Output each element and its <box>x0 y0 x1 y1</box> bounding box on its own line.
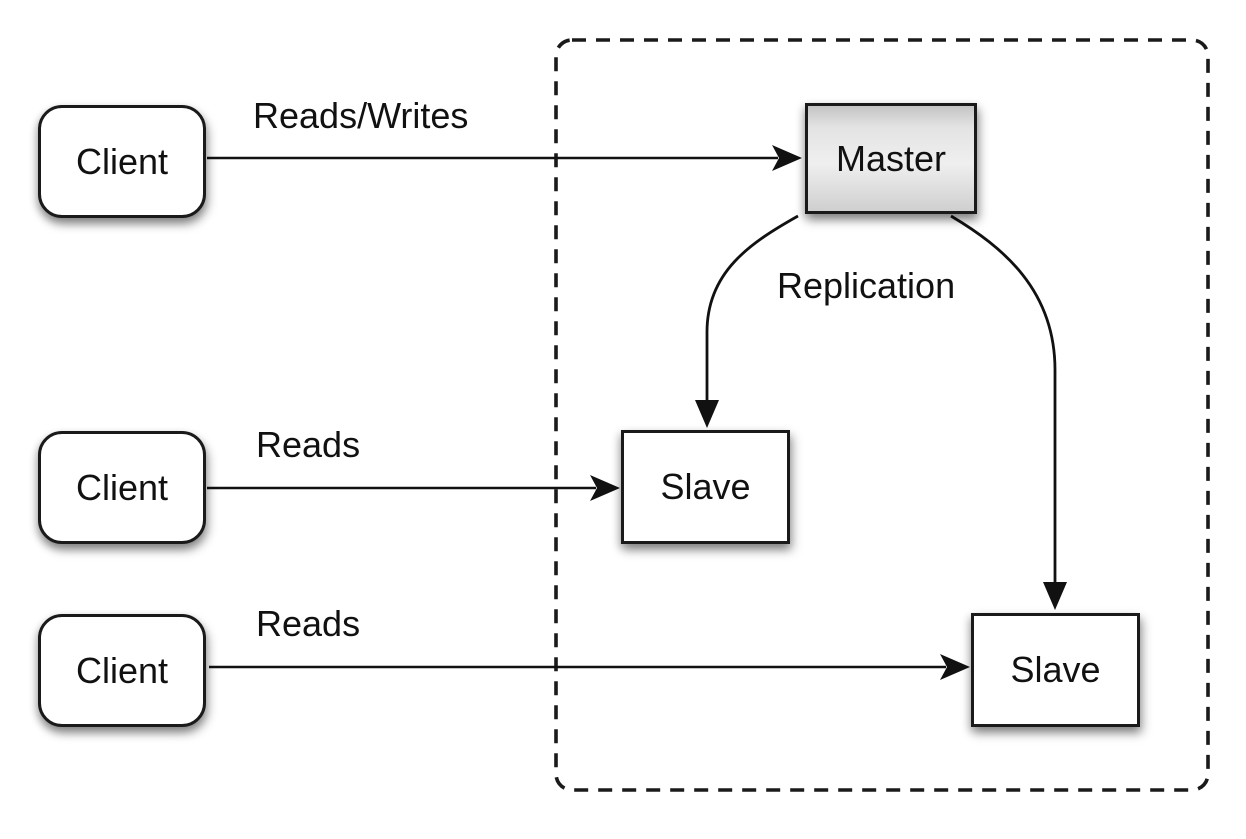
client2-node: Client <box>38 431 206 544</box>
slave2-label: Slave <box>1010 649 1101 690</box>
reads-writes-arrow <box>207 145 802 171</box>
slave1-label: Slave <box>660 466 751 507</box>
reads-arrow-slave2 <box>209 654 970 680</box>
client1-node: Client <box>38 105 206 218</box>
client2-label: Client <box>75 466 169 508</box>
client3-node: Client <box>38 614 206 727</box>
slave2-node: Slave <box>971 613 1140 727</box>
master-node: Master <box>805 103 977 214</box>
replication-arrow-left <box>695 214 799 428</box>
client3-label: Client <box>75 649 169 691</box>
master-label: Master <box>835 137 947 179</box>
reads-writes-label: Reads/Writes <box>253 95 469 136</box>
reads-label-slave1: Reads <box>256 424 361 465</box>
slave1-node: Slave <box>621 430 790 544</box>
reads-arrow-slave1 <box>207 475 620 501</box>
reads-label-slave2: Reads <box>256 603 361 644</box>
replication-arrow-right <box>950 214 1067 610</box>
replication-label: Replication <box>777 265 956 306</box>
client1-label: Client <box>75 140 169 182</box>
